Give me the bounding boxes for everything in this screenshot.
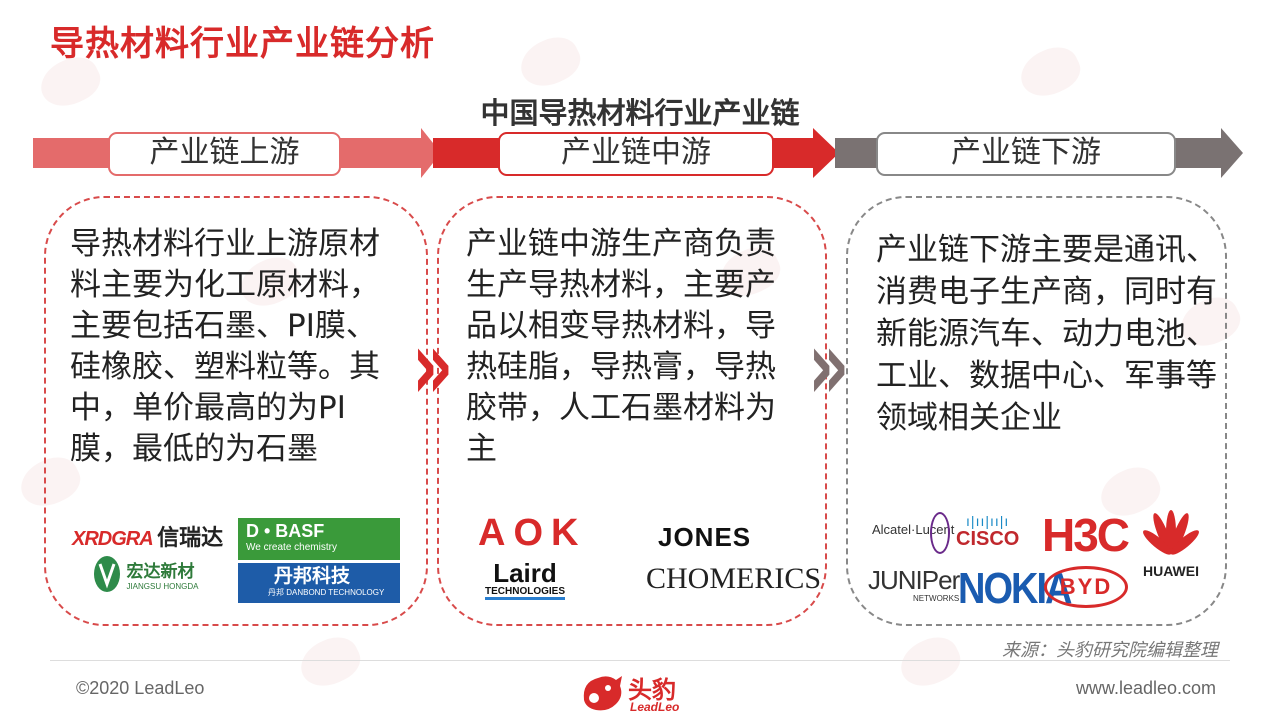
huawei-petal-icon (1143, 510, 1199, 555)
danbang-logo: 丹邦科技 丹邦 DANBOND TECHNOLOGY (238, 563, 400, 603)
downstream-description: 产业链下游主要是通讯、消费电子生产商，同时有新能源汽车、动力电池、工业、数据中心… (876, 232, 1217, 436)
cisco-logo: ı|ıı|ıı|ı CISCO (956, 514, 1019, 550)
footer-divider (50, 660, 1230, 661)
byd-wordmark: BYD (1059, 574, 1113, 599)
upstream-description: 导热材料行业上游原材料主要为化工原材料，主要包括石墨、PI膜、硅橡胶、塑料粒等。… (70, 226, 380, 467)
stage-label-midstream: 产业链中游 (498, 132, 774, 176)
laird-logo: Laird TECHNOLOGIES (485, 558, 566, 600)
juniper-logo: JUNIPer NETWORKS (868, 565, 960, 603)
hongda-emblem-icon (94, 556, 120, 592)
upstream-panel (44, 196, 428, 626)
midstream-description: 产业链中游生产商负责生产导热材料，主要产品以相变导热材料，导热硅脂，导热膏，导热… (466, 226, 776, 467)
aok-logo: AOK (478, 512, 587, 554)
website-link[interactable]: www.leadleo.com (1075, 678, 1216, 698)
basf-wordmark: D • BASF (246, 521, 325, 541)
stage-label-upstream: 产业链上游 (108, 132, 341, 176)
watermark-shape (293, 629, 367, 695)
stage-label-downstream: 产业链下游 (876, 132, 1176, 176)
chevron-right-icon: » (808, 311, 850, 423)
midstream-arrow-tip (813, 128, 839, 178)
danbang-english: 丹邦 DANBOND TECHNOLOGY (268, 588, 385, 597)
watermark-shape (893, 629, 967, 695)
basf-tagline: We create chemistry (246, 542, 337, 553)
huawei-wordmark: HUAWEI (1143, 563, 1199, 579)
source-note: 来源：头豹研究院编辑整理 (1002, 640, 1218, 661)
chain-title: 中国导热材料行业产业链 (480, 96, 800, 130)
brand-en: LeadLeo (630, 700, 680, 714)
copyright: ©2020 LeadLeo (76, 678, 205, 698)
xrdgra-wordmark: XRDGRA (72, 528, 154, 550)
watermark-shape (513, 29, 587, 95)
leadleo-brand-logo: 头豹 LeadLeo (578, 668, 708, 718)
hongda-logo: 宏达新材 JIANGSU HONGDA (92, 554, 198, 594)
page-title: 导热材料行业产业链分析 (50, 24, 435, 64)
juniper-wordmark: JUNIPer (868, 565, 960, 595)
chevron-right-icon: » (412, 311, 454, 423)
downstream-panel (846, 196, 1227, 626)
leopard-head-icon (583, 676, 622, 711)
danbang-wordmark: 丹邦科技 (274, 565, 351, 587)
jones-logo: JONES (658, 522, 752, 552)
basf-logo: D • BASF We create chemistry (238, 518, 400, 560)
xrdgra-logo: XRDGRA 信瑞达 (72, 520, 223, 552)
chomerics-logo: CHOMERICS (646, 562, 822, 595)
juniper-subtitle: NETWORKS (913, 594, 960, 603)
alcatel-emblem-icon (930, 512, 950, 554)
hongda-english: JIANGSU HONGDA (126, 582, 199, 591)
xinruida-wordmark: 信瑞达 (157, 526, 224, 551)
laird-subtitle: TECHNOLOGIES (485, 586, 566, 600)
cisco-bars-icon: ı|ıı|ıı|ı (966, 513, 1010, 529)
brand-cn: 头豹 (628, 676, 676, 704)
h3c-logo: H3C (1042, 509, 1130, 561)
byd-logo: BYD (1044, 566, 1128, 608)
huawei-logo: HUAWEI (1132, 506, 1210, 579)
midstream-panel (437, 196, 827, 626)
downstream-arrow-tip (1221, 128, 1243, 178)
hongda-wordmark: 宏达新材 (126, 562, 195, 582)
cisco-wordmark: CISCO (956, 528, 1020, 550)
laird-wordmark: Laird (493, 558, 557, 588)
